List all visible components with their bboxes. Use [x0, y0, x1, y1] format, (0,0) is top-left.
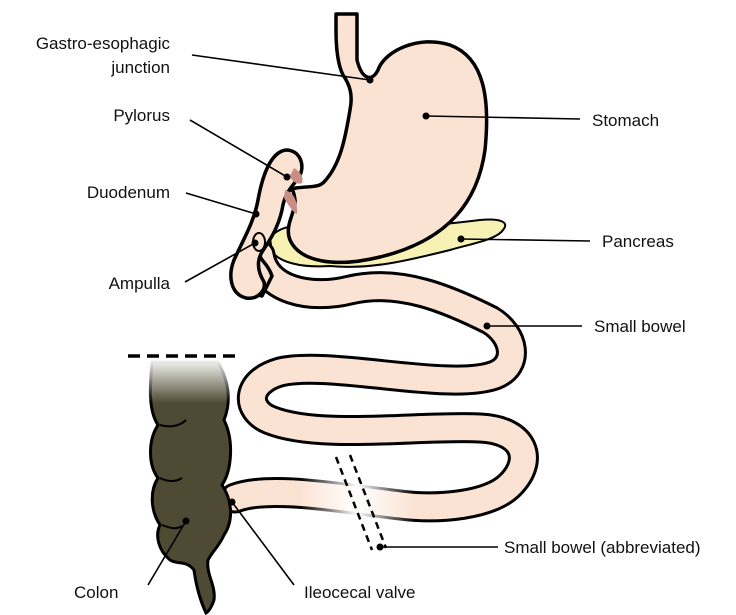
label-gastro-esophagic: Gastro-esophagic: [36, 34, 171, 53]
colon: [128, 356, 236, 613]
colon-fade: [140, 358, 235, 418]
label-small-bowel: Small bowel: [594, 317, 686, 336]
label-ampulla: Ampulla: [109, 274, 171, 293]
label-colon: Colon: [74, 583, 118, 602]
label-small-bowel-abbreviated: Small bowel (abbreviated): [504, 538, 701, 557]
label-pylorus: Pylorus: [113, 106, 170, 125]
label-pancreas: Pancreas: [602, 232, 674, 251]
label-junction: junction: [110, 58, 170, 77]
label-ileocecal-valve: Ileocecal valve: [304, 583, 416, 602]
label-duodenum: Duodenum: [87, 183, 170, 202]
label-stomach: Stomach: [592, 111, 659, 130]
